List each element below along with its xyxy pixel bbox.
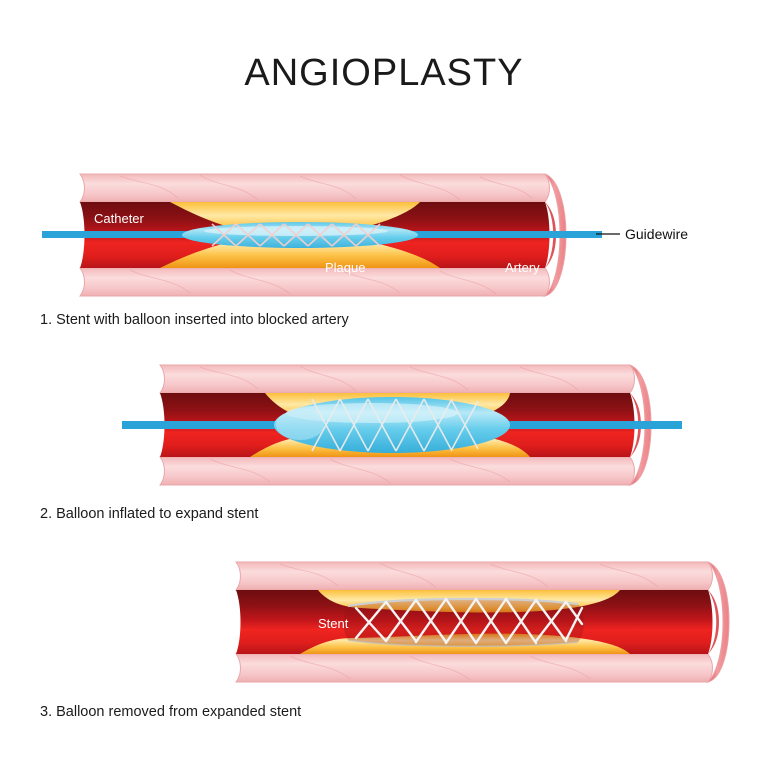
artery-wall-top — [159, 364, 635, 394]
stent-mesh — [311, 398, 479, 452]
stent-expanded-body — [343, 597, 584, 648]
label-catheter: Catheter — [94, 211, 145, 226]
artery-end-cap — [628, 364, 652, 486]
panel-2-caption: 2. Balloon inflated to expand stent — [40, 506, 259, 522]
label-artery: Artery — [505, 260, 540, 275]
stent-mesh — [211, 223, 381, 247]
panel-3-diagram: Stent — [0, 552, 768, 692]
page-title: ANGIOPLASTY — [244, 52, 524, 94]
artery-wall-top — [235, 561, 713, 591]
stent-mesh — [354, 597, 584, 645]
artery-wall-top — [79, 173, 550, 203]
artery-end-cap — [706, 561, 730, 683]
label-plaque: Plaque — [325, 260, 365, 275]
artery-wall-bottom — [79, 267, 550, 297]
artery-end-cap — [543, 173, 567, 297]
panel-2-diagram — [0, 355, 768, 495]
artery-wall-bottom — [159, 456, 635, 486]
panel-1-caption: 1. Stent with balloon inserted into bloc… — [40, 312, 349, 328]
artery-wall-bottom — [235, 653, 713, 683]
panel-1-diagram: Catheter Plaque Artery Guidewire — [0, 160, 768, 310]
balloon-collapsed — [182, 222, 418, 248]
label-guidewire: Guidewire — [625, 226, 688, 242]
panel-3-caption: 3. Balloon removed from expanded stent — [40, 704, 302, 720]
label-stent: Stent — [318, 616, 349, 631]
